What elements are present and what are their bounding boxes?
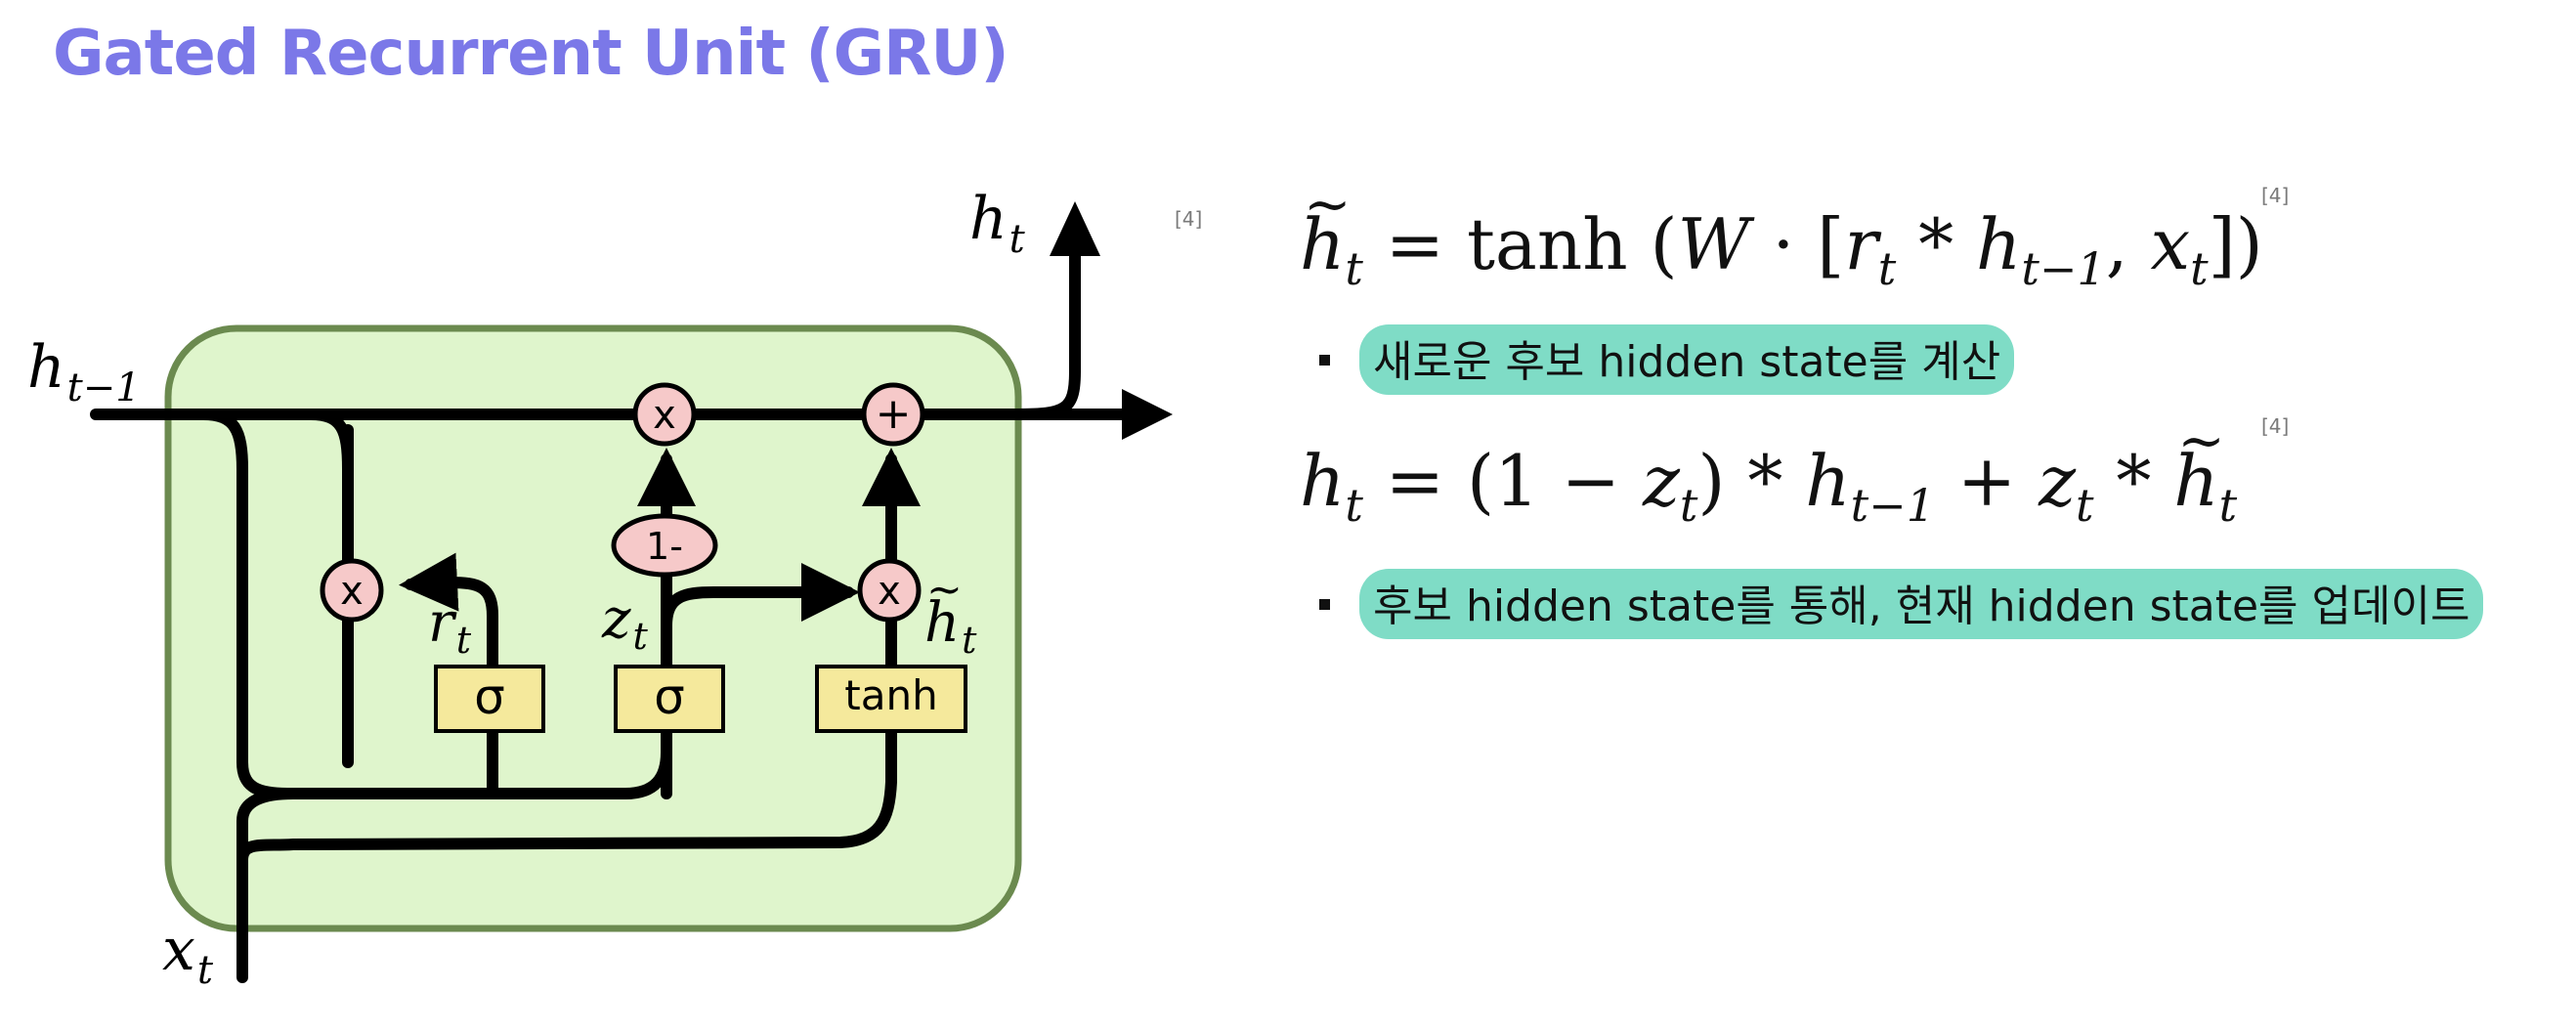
update-gate-label: zt: [601, 587, 649, 658]
bullet-text: 새로운 후보 hidden state를 계산: [1359, 324, 2015, 395]
svg-text:x: x: [653, 393, 676, 438]
svg-text:x: x: [340, 569, 364, 614]
gru-cell-diagram: x x + x 1- σ σ tanh ht−1 ht xt rt zt ht …: [27, 185, 1173, 993]
bullet-dot: [1319, 354, 1330, 366]
equation-update-ref: [4]: [2261, 414, 2290, 438]
candidate-tilde: ~: [926, 565, 963, 615]
equation-candidate: ht = tanh (W · [rt * ht−1, xt]): [1300, 176, 2263, 291]
eq1-lhs: h: [1300, 176, 1352, 280]
svg-text:1-: 1-: [646, 525, 683, 568]
candidate-label: ht: [924, 591, 977, 662]
reset-mult-op: x: [320, 558, 384, 623]
svg-text:σ: σ: [654, 668, 685, 725]
equation-candidate-note: 새로운 후보 hidden state를 계산: [1319, 324, 2015, 395]
x-input-branch: [236, 788, 299, 944]
h-output-path: [1010, 229, 1081, 420]
plus-op: +: [861, 382, 925, 447]
h-prev-branch-1: [197, 409, 672, 799]
x-in-label: xt: [162, 916, 214, 993]
reset-gate-out: [399, 552, 498, 674]
h-out-label: ht: [969, 185, 1026, 262]
diagram-reference: [4]: [1175, 207, 1203, 231]
svg-text:tanh: tanh: [844, 671, 937, 719]
tanh-gate: tanh: [815, 665, 967, 733]
equation-update: ht = (1 − zt) * ht−1 + zt * ht: [1300, 412, 2237, 528]
candidate-mult-op: x: [857, 558, 922, 623]
equation-update-note: 후보 hidden state를 통해, 현재 hidden state를 업데…: [1319, 569, 2484, 639]
equation-candidate-ref: [4]: [2261, 184, 2290, 207]
gru-cell-box: [164, 324, 1022, 932]
output-arrowhead: [1122, 389, 1173, 440]
svg-text:σ: σ: [474, 668, 505, 725]
update-mult-op: x: [632, 382, 697, 447]
update-gate-sigma: σ: [614, 665, 725, 733]
svg-text:+: +: [876, 389, 912, 439]
one-minus-op: 1-: [611, 513, 718, 578]
h-out-arrowhead: [1050, 201, 1100, 256]
bullet-dot: [1319, 598, 1330, 610]
h-prev-label: ht−1: [27, 333, 141, 410]
bullet-text: 후보 hidden state를 통해, 현재 hidden state를 업데…: [1359, 569, 2484, 639]
svg-text:x: x: [878, 569, 901, 614]
slide-title: Gated Recurrent Unit (GRU): [53, 18, 1009, 90]
reset-gate-label: rt: [428, 591, 472, 662]
reset-gate-sigma: σ: [434, 665, 545, 733]
